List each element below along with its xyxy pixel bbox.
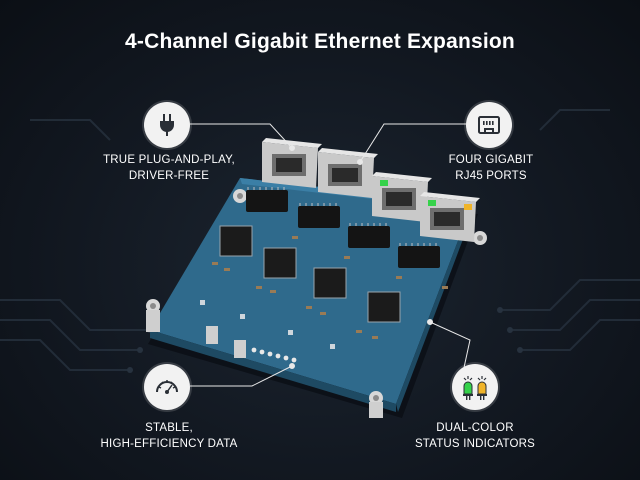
feature-line-2: STATUS INDICATORS <box>414 438 536 450</box>
controller-chips <box>219 225 401 323</box>
rj45-port-2 <box>318 148 378 198</box>
page-title: 4-Channel Gigabit Ethernet Expansion <box>125 30 515 53</box>
feature-line-2: DRIVER-FREE <box>128 170 210 182</box>
feature-rj45-ports: FOUR GIGABIT RJ45 PORTS <box>416 152 566 184</box>
speedometer-icon <box>156 380 178 394</box>
transformer-chips <box>246 190 440 268</box>
ethernet-port-icon <box>478 116 500 134</box>
speed-feature-badge <box>144 364 190 410</box>
rj45-feature-badge <box>466 102 512 148</box>
feature-plug-and-play: TRUE PLUG-AND-PLAY, DRIVER-FREE <box>94 152 244 184</box>
feature-line-1: STABLE, <box>145 422 193 434</box>
feature-line-2: HIGH-EFFICIENCY DATA <box>100 438 238 450</box>
plug-feature-badge <box>144 102 190 148</box>
rj45-port-4 <box>420 192 480 242</box>
feature-line-2: RJ45 PORTS <box>455 170 527 182</box>
feature-line-1: DUAL-COLOR <box>436 422 514 434</box>
feature-status-indicators: DUAL-COLOR STATUS INDICATORS <box>400 420 550 452</box>
mounting-screws <box>146 189 487 418</box>
feature-line-1: FOUR GIGABIT <box>448 154 534 166</box>
feature-high-efficiency: STABLE, HIGH-EFFICIENCY DATA <box>84 420 254 452</box>
passive-components <box>212 236 448 339</box>
feature-line-1: TRUE PLUG-AND-PLAY, <box>103 154 235 166</box>
dual-led-icon <box>463 376 487 400</box>
rj45-port-3 <box>372 172 432 222</box>
pin-header <box>251 347 297 363</box>
rj45-port-1 <box>262 138 322 188</box>
plug-icon <box>160 114 174 136</box>
led-feature-badge <box>452 364 498 410</box>
